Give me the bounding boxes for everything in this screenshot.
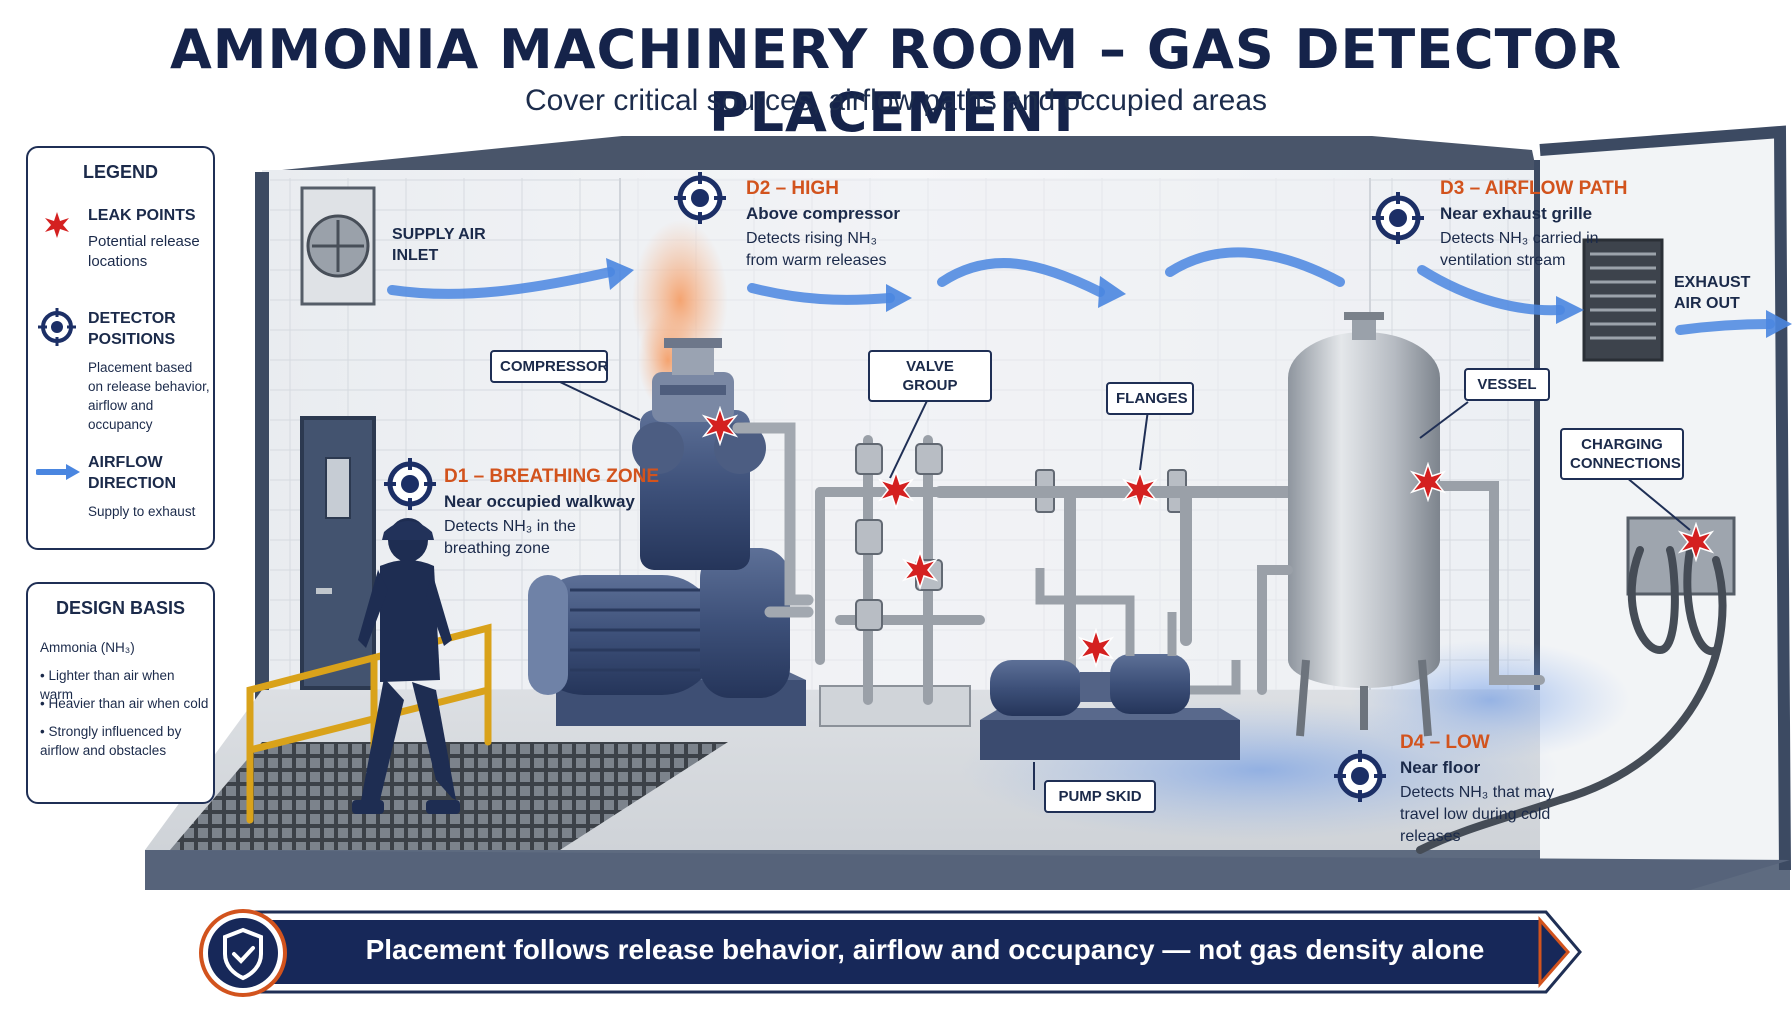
design-basis-bullet: • Strongly influenced by airflow and obs… [40,724,182,758]
design-basis-bullet: • Lighter than air when warm [40,668,175,702]
supply-air-label: SUPPLY AIR INLET [392,226,486,264]
charging-connections [1416,516,1736,854]
leak-star-icon [1408,461,1448,503]
detector-d4-text: D4 – LOW Near floor Detects NH₃ that may… [1400,732,1575,848]
callout-leaders [559,381,1691,790]
legend-airflow-label: AIRFLOW DIRECTION [88,454,176,492]
detector-d3-text: D3 – AIRFLOW PATH Near exhaust grille De… [1440,178,1640,272]
detector-target-icon [1334,750,1386,802]
detector-d2-title: D2 – HIGH [746,178,839,199]
banner-text: Placement follows release behavior, airf… [365,934,1485,965]
detector-d4-subtitle: Near floor [1400,758,1481,777]
door [300,416,376,690]
floor-grating [170,742,728,850]
legend-panel: LEGEND LEAK POINTS Potential release loc… [26,146,215,550]
design-basis-panel: DESIGN BASIS Ammonia (NH₃) • Lighter tha… [26,582,215,804]
callout-vessel: VESSEL [1464,368,1550,401]
legend-leak-desc: Potential release locations [88,233,200,270]
airflow-arrow-icon [35,462,80,482]
callout-valve-group: VALVE GROUP [868,350,992,402]
leak-star-icon [1676,521,1716,563]
detector-d4-title: D4 – LOW [1400,732,1490,753]
leak-star-icon [1120,469,1160,511]
detector-d2-description: Detects rising NH₃ from warm releases [746,230,887,269]
detector-d1-subtitle: Near occupied walkway [444,492,635,511]
detector-d3-subtitle: Near exhaust grille [1440,204,1593,223]
page-subtitle: Cover critical sources, airflow paths an… [524,84,1268,117]
detector-d1-text: D1 – BREATHING ZONE Near occupied walkwa… [444,466,684,560]
legend-heading: LEGEND [82,162,158,182]
leak-star-icon [42,210,72,240]
callout-charging-connections: CHARGING CONNECTIONS [1560,428,1684,480]
worker-silhouette [352,518,460,814]
legend-detector-label: DETECTOR POSITIONS [88,310,176,348]
callout-flanges: FLANGES [1106,382,1194,415]
detector-target-icon [1372,192,1424,244]
detector-d3-description: Detects NH₃ carried in ventilation strea… [1440,230,1599,269]
detector-d1-description: Detects NH₃ in the breathing zone [444,518,576,557]
detector-target-icon [38,308,76,346]
design-basis-bullet: • Heavier than air when cold [40,696,209,711]
callout-pump-skid: PUMP SKID [1044,780,1156,813]
detector-d2-text: D2 – HIGH Above compressor Detects risin… [746,178,926,272]
design-basis-heading: DESIGN BASIS [55,598,186,618]
supply-fan-icon [300,186,376,306]
detector-target-icon [384,458,436,510]
detector-d4-description: Detects NH₃ that may travel low during c… [1400,784,1555,845]
leak-star-icon [876,469,916,511]
detector-d2-subtitle: Above compressor [746,204,900,223]
bottom-banner [254,910,1582,994]
page-title: AMMONIA MACHINERY ROOM – GAS DETECTOR PL… [169,18,1623,144]
legend-airflow-desc: Supply to exhaust [88,504,196,519]
callout-compressor: COMPRESSOR [490,350,608,383]
leak-star-icon [900,549,940,591]
leak-star-icon [1076,627,1116,669]
exhaust-grille-icon [1582,238,1664,362]
detector-d1-title: D1 – BREATHING ZONE [444,466,660,487]
shield-check-icon [198,908,288,998]
detector-d3-title: D3 – AIRFLOW PATH [1440,178,1628,199]
legend-detector-desc: Placement based on release behavior, air… [88,360,210,432]
pump-skid [980,568,1241,760]
legend-leak-label: LEAK POINTS [88,207,196,224]
airflow-arrows [387,247,1775,335]
leak-star-icon [700,405,740,447]
exhaust-air-label: EXHAUST AIR OUT [1674,274,1751,312]
design-basis-intro: Ammonia (NH₃) [40,640,135,655]
vessel [1257,312,1545,737]
detector-target-icon [674,172,726,224]
compressor-pipes [732,422,814,618]
compressor-assembly [528,338,806,726]
